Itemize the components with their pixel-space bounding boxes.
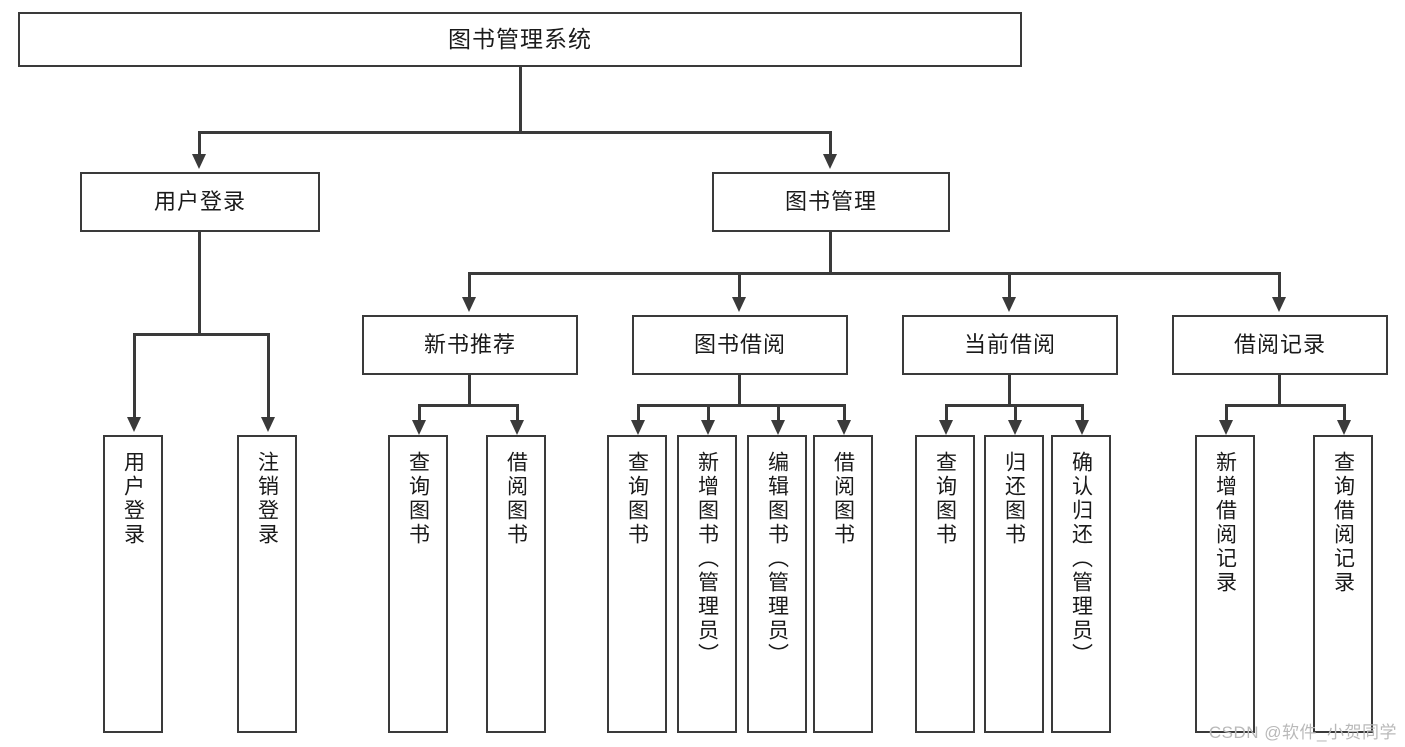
leaf-label: 借阅图书 — [831, 451, 855, 547]
connector-user-login-bus — [133, 333, 269, 336]
arrow-to-leaf-user-login-1 — [127, 417, 141, 432]
arrow-to-leaf-bb-4 — [837, 420, 851, 435]
leaf-label: 归还图书 — [1002, 451, 1026, 547]
connector-cb-leg-3 — [1081, 404, 1084, 421]
leaf-user-login-logout[interactable]: 注销登录 — [237, 435, 297, 733]
leaf-br-query-record[interactable]: 查询借阅记录 — [1313, 435, 1373, 733]
node-label: 借阅记录 — [1233, 331, 1326, 357]
leaf-label: 查询图书 — [933, 451, 957, 547]
leaf-label: 用户登录 — [121, 451, 145, 547]
connector-nbr-leg-1 — [418, 404, 421, 421]
arrow-to-leaf-bb-1 — [631, 420, 645, 435]
node-label: 用户登录 — [153, 188, 246, 214]
connector-book-manage-stem — [829, 232, 832, 274]
connector-br-leg-2 — [1343, 404, 1346, 421]
node-label: 图书管理 — [784, 188, 877, 214]
node-label: 当前借阅 — [963, 331, 1056, 357]
connector-book-manage-leg-1 — [468, 272, 471, 298]
connector-bb-stem — [738, 375, 741, 405]
leaf-cb-confirm-return[interactable]: 确认归还（管理员） — [1051, 435, 1111, 733]
arrow-to-user-login — [192, 154, 206, 169]
arrow-to-leaf-br-2 — [1337, 420, 1351, 435]
leaf-bb-query-book[interactable]: 查询图书 — [607, 435, 667, 733]
leaf-bb-add-book[interactable]: 新增图书（管理员） — [677, 435, 737, 733]
connector-nbr-leg-2 — [516, 404, 519, 421]
arrow-to-leaf-br-1 — [1219, 420, 1233, 435]
connector-book-manage-leg-3 — [1008, 272, 1011, 298]
arrow-to-leaf-bb-2 — [701, 420, 715, 435]
connector-bb-leg-4 — [843, 404, 846, 421]
connector-br-leg-1 — [1225, 404, 1228, 421]
connector-bb-leg-2 — [707, 404, 710, 421]
connector-bb-leg-3 — [777, 404, 780, 421]
node-label: 新书推荐 — [423, 331, 516, 357]
leaf-bb-borrow-book[interactable]: 借阅图书 — [813, 435, 873, 733]
node-user-login[interactable]: 用户登录 — [80, 172, 320, 232]
leaf-bb-edit-book[interactable]: 编辑图书（管理员） — [747, 435, 807, 733]
connector-cb-leg-1 — [945, 404, 948, 421]
leaf-label: 查询图书 — [406, 451, 430, 547]
connector-nbr-stem — [468, 375, 471, 405]
leaf-label: 注销登录 — [255, 451, 279, 547]
connector-book-manage-bus — [468, 272, 1280, 275]
leaf-label: 查询图书 — [625, 451, 649, 547]
connector-user-login-stem — [198, 232, 201, 334]
arrow-to-new-book-recommend — [462, 297, 476, 312]
arrow-to-leaf-user-login-2 — [261, 417, 275, 432]
connector-bb-bus — [637, 404, 845, 407]
node-label: 图书借阅 — [693, 331, 786, 357]
connector-user-login-leg-2 — [267, 333, 270, 418]
arrow-to-leaf-nbr-2 — [510, 420, 524, 435]
connector-br-stem — [1278, 375, 1281, 405]
node-new-book-recommend[interactable]: 新书推荐 — [362, 315, 578, 375]
node-borrow-record[interactable]: 借阅记录 — [1172, 315, 1388, 375]
connector-cb-stem — [1008, 375, 1011, 405]
connector-user-login-leg-1 — [133, 333, 136, 418]
leaf-cb-query-book[interactable]: 查询图书 — [915, 435, 975, 733]
leaf-label: 编辑图书（管理员） — [765, 451, 789, 667]
arrow-to-current-borrow — [1002, 297, 1016, 312]
connector-cb-leg-2 — [1014, 404, 1017, 421]
connector-root-stem — [519, 67, 522, 132]
connector-book-manage-leg-2 — [738, 272, 741, 298]
connector-root-bus — [198, 131, 832, 134]
leaf-nbr-borrow-book[interactable]: 借阅图书 — [486, 435, 546, 733]
arrow-to-leaf-cb-1 — [939, 420, 953, 435]
connector-bb-leg-1 — [637, 404, 640, 421]
leaf-label: 新增借阅记录 — [1213, 451, 1237, 595]
connector-root-leg-1 — [198, 131, 201, 155]
arrow-to-leaf-bb-3 — [771, 420, 785, 435]
node-label: 图书管理系统 — [448, 25, 592, 52]
arrow-to-leaf-nbr-1 — [412, 420, 426, 435]
connector-book-manage-leg-4 — [1278, 272, 1281, 298]
connector-root-leg-2 — [829, 131, 832, 155]
leaf-cb-return-book[interactable]: 归还图书 — [984, 435, 1044, 733]
arrow-to-book-manage — [823, 154, 837, 169]
leaf-br-add-record[interactable]: 新增借阅记录 — [1195, 435, 1255, 733]
watermark-text: CSDN @软件_小贺同学 — [1208, 723, 1397, 742]
connector-br-bus — [1225, 404, 1345, 407]
arrow-to-leaf-cb-3 — [1075, 420, 1089, 435]
leaf-label: 确认归还（管理员） — [1069, 451, 1093, 667]
leaf-nbr-query-book[interactable]: 查询图书 — [388, 435, 448, 733]
node-book-borrow[interactable]: 图书借阅 — [632, 315, 848, 375]
arrow-to-borrow-record — [1272, 297, 1286, 312]
arrow-to-book-borrow — [732, 297, 746, 312]
leaf-user-login-login[interactable]: 用户登录 — [103, 435, 163, 733]
node-book-manage[interactable]: 图书管理 — [712, 172, 950, 232]
node-current-borrow[interactable]: 当前借阅 — [902, 315, 1118, 375]
leaf-label: 查询借阅记录 — [1331, 451, 1355, 595]
node-root-system[interactable]: 图书管理系统 — [18, 12, 1022, 67]
arrow-to-leaf-cb-2 — [1008, 420, 1022, 435]
leaf-label: 新增图书（管理员） — [695, 451, 719, 667]
leaf-label: 借阅图书 — [504, 451, 528, 547]
connector-nbr-bus — [418, 404, 519, 407]
